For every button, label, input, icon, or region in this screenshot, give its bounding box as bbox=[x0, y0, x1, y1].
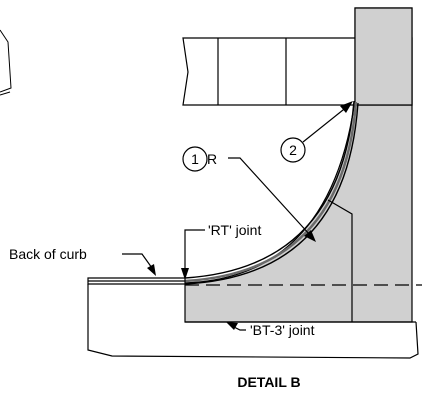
back-of-curb-callout: Back of curb bbox=[9, 246, 156, 276]
bt3-joint-callout: 'BT-3' joint bbox=[226, 322, 315, 338]
back-of-curb-label: Back of curb bbox=[9, 246, 87, 262]
callout-1-suffix: R bbox=[207, 151, 217, 167]
rt-joint-callout: 'RT' joint bbox=[181, 222, 261, 280]
callout-2-circle bbox=[280, 137, 306, 163]
callout-1-arrowhead bbox=[304, 230, 316, 242]
bt3-joint-arrowhead bbox=[226, 322, 238, 330]
callout-1-leader bbox=[228, 157, 311, 236]
bt3-joint-label: 'BT-3' joint bbox=[250, 322, 315, 338]
callout-1: 1 R bbox=[182, 146, 316, 242]
rt-joint-label: 'RT' joint bbox=[208, 222, 261, 238]
rt-joint-arrowhead bbox=[181, 268, 189, 280]
callout-2-arrowhead bbox=[340, 101, 353, 113]
bt3-joint-line bbox=[327, 199, 353, 322]
rt-joint-leader bbox=[184, 229, 205, 272]
curb-strip bbox=[87, 277, 186, 285]
base-slab-outline bbox=[87, 284, 419, 359]
detail-title: DETAIL B bbox=[237, 374, 300, 390]
wall-upper bbox=[354, 7, 413, 106]
callout-1-circle bbox=[182, 146, 208, 172]
callout-2-number: 2 bbox=[289, 142, 297, 158]
callout-2-leader bbox=[302, 105, 349, 143]
callout-2: 2 bbox=[280, 101, 353, 163]
left-edge-fragment bbox=[0, 29, 12, 96]
back-of-curb-arrowhead bbox=[147, 264, 156, 276]
back-of-curb-leader bbox=[122, 253, 153, 269]
callout-1-number: 1 bbox=[191, 151, 199, 167]
